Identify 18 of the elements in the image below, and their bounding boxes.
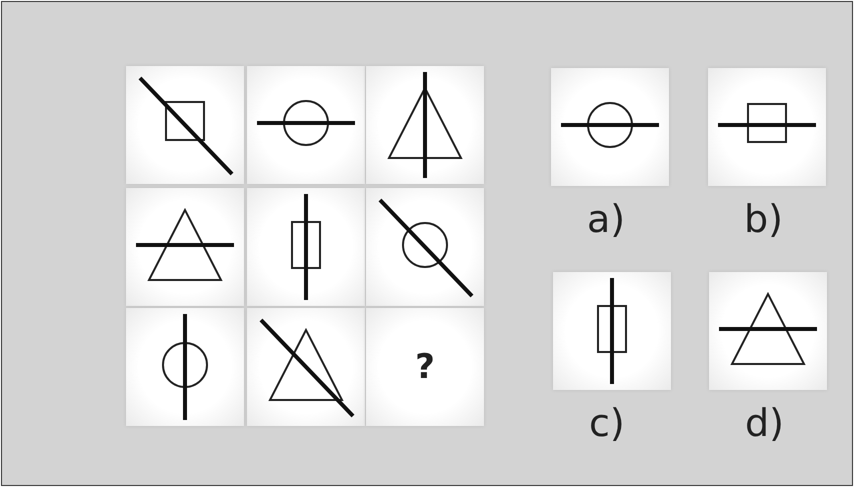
answer-tile xyxy=(553,272,671,390)
puzzle-tile xyxy=(366,308,484,426)
puzzle-tile xyxy=(366,188,484,306)
puzzle-tile xyxy=(247,188,365,306)
puzzle-tile xyxy=(126,308,244,426)
option-label: d) xyxy=(745,404,784,442)
puzzle-tile xyxy=(126,188,244,306)
answer-tile xyxy=(709,272,827,390)
puzzle-tile xyxy=(126,66,244,184)
option-label: a) xyxy=(587,200,626,238)
puzzle-tile xyxy=(247,308,365,426)
puzzle-tile xyxy=(366,66,484,184)
option-label: c) xyxy=(589,404,625,442)
question-mark: ? xyxy=(415,347,435,387)
puzzle-tile xyxy=(247,66,365,184)
answer-tile xyxy=(708,68,826,186)
answer-tile xyxy=(551,68,669,186)
option-label: b) xyxy=(744,200,783,238)
